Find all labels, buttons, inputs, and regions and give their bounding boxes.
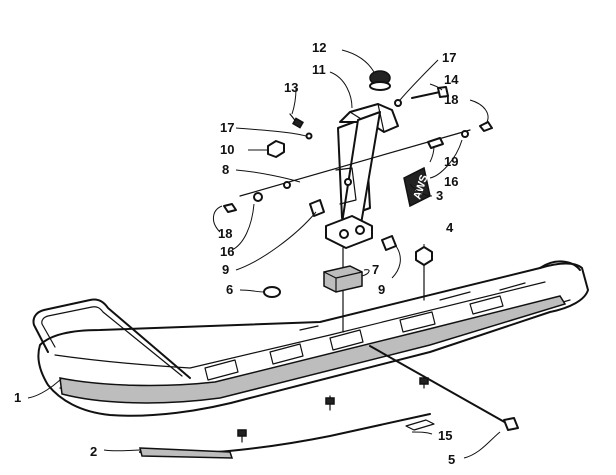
aws-decal: AWS — [403, 166, 431, 208]
callout-16-right: 16 — [444, 174, 458, 189]
ski-body — [37, 260, 589, 417]
callout-18-left: 18 — [218, 226, 232, 241]
bolt-14 — [394, 86, 449, 107]
callout-12: 12 — [312, 40, 326, 55]
callout-19: 19 — [444, 154, 458, 169]
callout-16-left: 16 — [220, 244, 234, 259]
callout-8: 8 — [222, 162, 229, 177]
nut-6 — [263, 286, 281, 298]
nut-4 — [415, 246, 433, 301]
callout-13: 13 — [284, 80, 298, 95]
cap — [369, 70, 391, 91]
shaft-19 — [239, 129, 471, 197]
callout-5: 5 — [448, 452, 455, 467]
callout-18-right: 18 — [444, 92, 458, 107]
bolt-5 — [369, 345, 519, 431]
callout-9-left: 9 — [222, 262, 229, 277]
callout-3: 3 — [436, 188, 443, 203]
callout-6: 6 — [226, 282, 233, 297]
callout-4: 4 — [446, 220, 454, 235]
wear-bar — [139, 375, 431, 459]
callout-17-right: 17 — [442, 50, 456, 65]
callouts: 1 2 3 4 5 6 7 8 9 9 10 11 12 13 14 15 16… — [14, 40, 459, 467]
nut-10 — [267, 132, 313, 158]
callout-7: 7 — [372, 262, 379, 277]
bushings-left — [223, 181, 325, 217]
callout-10: 10 — [220, 142, 234, 157]
rubber-block — [323, 265, 363, 293]
callout-17-left: 17 — [220, 120, 234, 135]
cotter-pin — [405, 419, 435, 431]
callout-15: 15 — [438, 428, 452, 443]
leader-lines — [27, 49, 501, 459]
callout-9-right: 9 — [378, 282, 385, 297]
bolt-13 — [289, 113, 304, 129]
callout-11: 11 — [312, 62, 326, 77]
ski-handle — [32, 298, 191, 379]
callout-2: 2 — [90, 444, 97, 459]
callout-1: 1 — [14, 390, 21, 405]
callout-14: 14 — [444, 72, 459, 87]
spindle-assembly — [325, 103, 399, 333]
